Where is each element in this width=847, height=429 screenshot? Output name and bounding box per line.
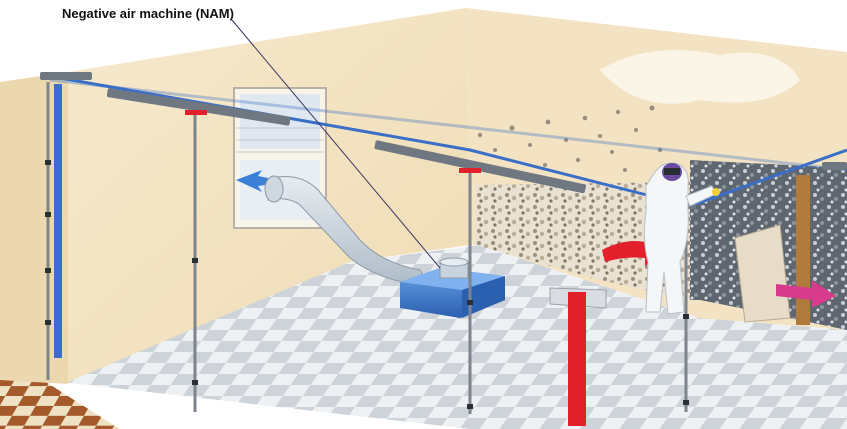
- dust-cloud: [600, 50, 800, 104]
- exhaust-airflow-arrow-icon: [236, 170, 288, 192]
- callout-leader-line: [231, 19, 441, 269]
- removed-panel: [734, 224, 791, 323]
- contaminated-wall: [476, 182, 690, 300]
- red-airflow-column: [568, 292, 586, 426]
- wall-stud: [796, 175, 810, 325]
- outside-floor-tiles: [0, 372, 120, 429]
- cavity-airflow-arrow-icon: [776, 280, 836, 308]
- nam-callout-label: Negative air machine (NAM): [62, 6, 234, 21]
- airborne-particles: [477, 105, 663, 173]
- duct-opening: [264, 175, 284, 203]
- red-pole-tops: [185, 110, 481, 173]
- negative-air-machine-icon: [400, 257, 505, 318]
- left-wall: [0, 72, 68, 384]
- protective-suit-worker-icon: [643, 162, 720, 315]
- pole-clamps: [45, 160, 689, 409]
